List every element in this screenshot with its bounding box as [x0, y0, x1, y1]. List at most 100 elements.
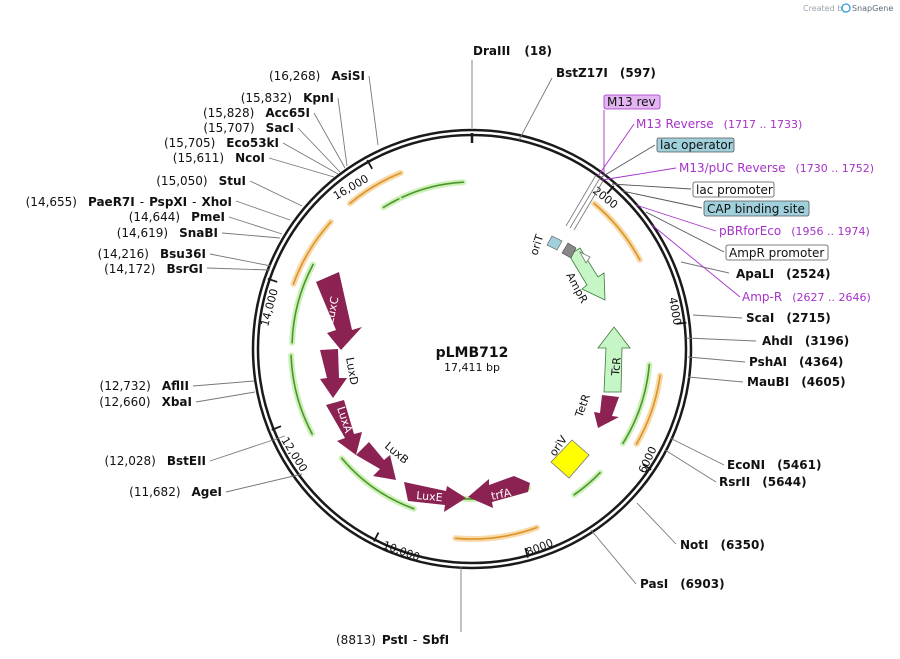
site-kpni: (15,832)KpnI	[241, 91, 334, 105]
orf-green-lower-left-halo	[288, 352, 316, 437]
orf-green-top	[400, 181, 465, 199]
lac-operator-label: lac operator	[660, 138, 733, 152]
orf-orange-right-halo	[591, 200, 643, 263]
plasmid-size: 17,411 bp	[444, 361, 500, 374]
ampr-promoter-box	[725, 244, 829, 261]
luxe-arrow	[404, 482, 466, 512]
lac-promoter-label: lac promoter	[696, 183, 773, 197]
trfa-label: trfA	[490, 486, 513, 503]
snapgene-credit: Created by SnapGene	[803, 3, 893, 13]
orf-green-left	[291, 263, 314, 344]
leader-line-saci	[297, 127, 341, 173]
site-econi: EcoNI(5461)	[727, 458, 821, 472]
tick-mark-1	[606, 185, 615, 195]
feature-leader-lac-operator	[599, 144, 656, 179]
site-pmei: (14,644)PmeI	[129, 210, 225, 224]
site-draiii: DraIII(18)	[473, 44, 552, 58]
pbrforeco-primer: pBRforEco(1956 .. 1974)	[719, 224, 870, 238]
ampr-arrow	[568, 247, 606, 301]
site-noti: NotI(6350)	[680, 538, 765, 552]
leader-line-maubi	[687, 376, 744, 383]
trfa-arrow	[468, 476, 530, 508]
orf-orange-right	[593, 202, 641, 261]
site-agei: (11,682)AgeI	[129, 485, 222, 499]
m13rev-box	[603, 94, 661, 110]
feature-leader-amp-r	[651, 224, 741, 298]
site-ahdi: AhdI(3196)	[762, 334, 849, 348]
leader-line-acc65i	[313, 112, 346, 169]
site-ncoi: (15,611)NcoI	[173, 151, 265, 165]
tick-label-8000: 8000	[524, 536, 555, 559]
feature-leader-m13puc-reverse	[601, 167, 677, 181]
cap-site-box	[703, 200, 810, 217]
backbone-outer-strand	[251, 128, 693, 570]
leader-line-ahdi	[685, 337, 757, 342]
plasmid-name: pLMB712	[436, 345, 509, 361]
feature-leader-ampr-promoter	[645, 211, 725, 253]
leader-line-scai	[692, 314, 743, 319]
leader-line-noti	[636, 502, 677, 545]
orit-feature: oriT	[527, 233, 577, 259]
leader-line-apali	[680, 261, 730, 274]
site-psti-sbfi: (8813)PstI-SbfI	[336, 633, 449, 647]
credit-brand: SnapGene	[852, 4, 893, 13]
cap-site-label: CAP binding site	[707, 202, 805, 216]
amp-r-primer: Amp-R(2627 .. 2646)	[742, 290, 871, 304]
leader-line-kpni	[337, 97, 348, 167]
m13rev-label: M13 rev	[607, 95, 656, 109]
site-xbai: (12,660)XbaI	[99, 395, 192, 409]
m13puc-reverse-primer: M13/pUC Reverse(1730 .. 1752)	[679, 161, 874, 175]
site-snabi: (14,619)SnaBI	[117, 226, 218, 240]
feature-leader-lac-promoter	[611, 183, 692, 190]
orf-green-bottom-left	[340, 457, 415, 510]
tick-marks	[267, 133, 687, 558]
orf-orange-left	[292, 221, 332, 285]
orit-label: oriT	[527, 233, 546, 257]
site-pshai: PshAI(4364)	[749, 355, 843, 369]
luxd-arrow	[320, 349, 347, 398]
orf-green-lower-left	[290, 354, 313, 435]
site-acc65i: (15,828)Acc65I	[203, 106, 310, 120]
site-maubi: MauBI(4605)	[747, 375, 846, 389]
orf-green-top-halo	[398, 179, 467, 201]
oriv-box	[550, 439, 590, 479]
luxe-label: LuxE	[416, 489, 443, 504]
tick-mark-3	[642, 463, 652, 471]
tetr-label: TetR	[572, 392, 593, 420]
site-bsteii: (12,028)BstEII	[104, 454, 206, 468]
site-eco53ki: (15,705)Eco53kI	[164, 136, 279, 150]
luxa-arrow	[326, 400, 362, 455]
feature-leader-pbrforeco	[635, 204, 717, 232]
site-bsrgi: (14,172)BsrGI	[104, 262, 203, 276]
tick-mark-2	[676, 321, 687, 325]
feature-labels: M13 rev M13 Reverse(1717 .. 1733) lac op…	[603, 94, 874, 304]
tcr-arrow	[597, 326, 631, 393]
site-rsrii: RsrII(5644)	[719, 475, 807, 489]
tick-mark-6	[271, 425, 282, 431]
site-aflii: (12,732)AflII	[100, 379, 189, 393]
site-stui: (15,050)StuI	[156, 174, 246, 188]
credit-prefix: Created by	[803, 4, 847, 13]
leader-line-pmei	[228, 216, 283, 235]
site-asisi: (16,268)AsiSI	[269, 69, 365, 83]
site-bstz17i: BstZ17I(597)	[556, 66, 656, 80]
snapgene-logo-icon	[841, 3, 851, 13]
orf-green-upper-left	[382, 198, 400, 209]
leader-line-aflii	[192, 380, 255, 387]
gene-features: LuxC LuxD LuxA LuxB LuxE trfA oriV TetR …	[316, 174, 631, 512]
orit-box	[546, 235, 563, 251]
leader-line-pasi	[590, 529, 637, 585]
leader-line-ncoi	[268, 157, 335, 178]
orf-arcs	[288, 169, 664, 542]
leader-line-eco53ki	[282, 142, 339, 175]
luxd-label: LuxD	[343, 356, 361, 386]
leader-line-bsu36i	[209, 253, 272, 267]
leader-line-agei	[225, 473, 303, 493]
tick-mark-8	[366, 159, 373, 170]
leader-line-bsrgi	[206, 267, 271, 271]
luxc-label: LuxC	[323, 295, 341, 325]
leader-line-rsrii	[664, 449, 717, 483]
orf-orange-left-halo	[290, 218, 334, 288]
orf-orange-bottom	[454, 526, 538, 540]
